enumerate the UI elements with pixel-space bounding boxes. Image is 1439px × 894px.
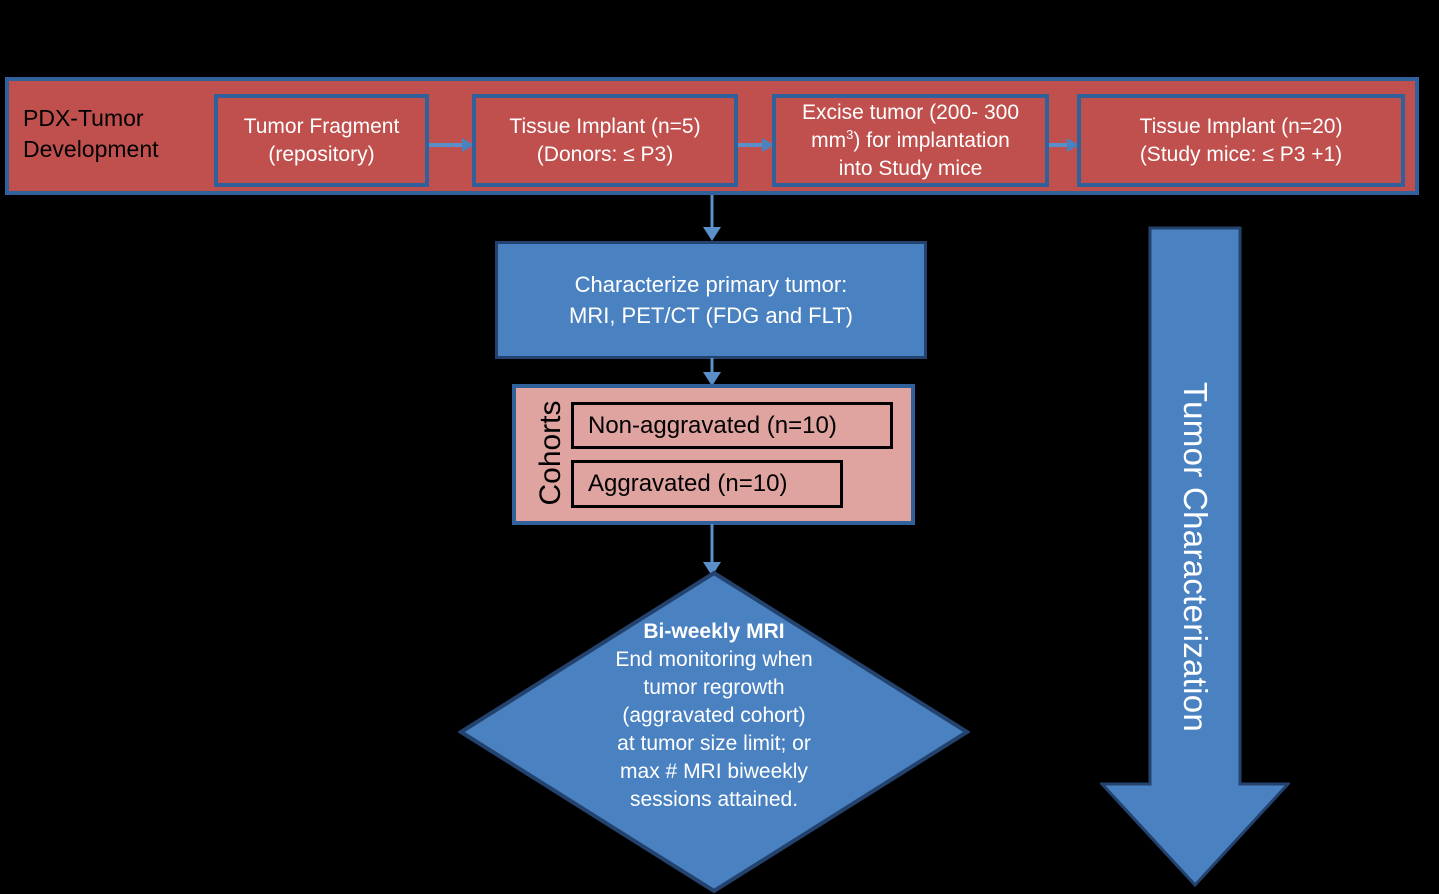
- arrow-cohorts-to-decision-icon: [702, 524, 722, 576]
- cohort-item-label: Aggravated (n=10): [588, 470, 788, 497]
- excise-tumor-line-3: into Study mice: [838, 156, 983, 180]
- excise-tumor-line-1: Excise tumor (200- 300: [801, 100, 1020, 124]
- excise-tumor-line-2: mm3) for implantation: [811, 126, 1010, 152]
- decision-line-4: at tumor size limit; or: [617, 732, 811, 755]
- decision-line-5: max # MRI biweekly: [620, 760, 808, 783]
- pdx-tumor-development-banner: PDX-Tumor Development Tumor Fragment (re…: [5, 77, 1419, 195]
- decision-line-3: (aggravated cohort): [622, 704, 806, 727]
- arrow-shaft: [710, 524, 714, 562]
- tissue-implant-study-line-1: Tissue Implant (n=20): [1139, 114, 1343, 138]
- tumor-fragment-line-2: (repository): [268, 142, 375, 166]
- arrow-characterize-to-cohorts-icon: [702, 358, 722, 386]
- process-box-excise-tumor[interactable]: Excise tumor (200- 300 mm3) for implanta…: [772, 94, 1049, 187]
- decision-line-2: tumor regrowth: [643, 676, 785, 699]
- pdx-label-line-2: Development: [23, 136, 159, 162]
- arrow-excise-to-study-implant-icon: [1049, 138, 1079, 152]
- arrow-shaft: [1049, 143, 1068, 147]
- decision-line-6: sessions attained.: [629, 788, 799, 811]
- tissue-implant-donors-line-2: (Donors: ≤ P3): [536, 142, 674, 166]
- arrow-shaft: [710, 195, 714, 227]
- process-box-tissue-implant-donors[interactable]: Tissue Implant (n=5) (Donors: ≤ P3): [472, 94, 738, 187]
- decision-diamond[interactable]: Bi-weekly MRI End monitoring when tumor …: [458, 570, 970, 894]
- process-box-tissue-implant-study-mice[interactable]: Tissue Implant (n=20) (Study mice: ≤ P3 …: [1077, 94, 1405, 187]
- tumor-characterization-label: Tumor Characterization: [1177, 381, 1214, 733]
- arrow-head: [703, 227, 721, 241]
- process-box-characterize-primary-tumor[interactable]: Characterize primary tumor: MRI, PET/CT …: [495, 241, 927, 359]
- arrow-implant-to-excise-icon: [738, 138, 774, 152]
- tumor-characterization-arrow: Tumor Characterization: [1100, 226, 1290, 888]
- excise-tumor-superscript: 3: [846, 126, 854, 142]
- decision-diamond-text: Bi-weekly MRI End monitoring when tumor …: [458, 618, 970, 814]
- arrow-banner-to-characterize-icon: [702, 195, 722, 241]
- arrow-shaft: [710, 358, 714, 374]
- cohort-item-non-aggravated[interactable]: Non-aggravated (n=10): [571, 402, 893, 449]
- cohort-item-label: Non-aggravated (n=10): [588, 411, 837, 439]
- tissue-implant-donors-line-1: Tissue Implant (n=5): [509, 114, 701, 138]
- characterize-line-1: Characterize primary tumor:: [574, 272, 848, 297]
- down-arrow-icon: [1100, 226, 1290, 888]
- tissue-implant-study-line-2: (Study mice: ≤ P3 +1): [1139, 142, 1343, 166]
- pdx-label-line-1: PDX-Tumor: [23, 105, 144, 131]
- arrow-shaft: [738, 143, 763, 147]
- cohorts-group: Cohorts Non-aggravated (n=10) Aggravated…: [512, 384, 915, 525]
- arrow-shaft: [429, 143, 463, 147]
- process-box-tumor-fragment[interactable]: Tumor Fragment (repository): [214, 94, 429, 187]
- decision-line-1: End monitoring when: [615, 648, 813, 671]
- cohort-item-aggravated[interactable]: Aggravated (n=10): [571, 460, 843, 508]
- cohorts-label: Cohorts: [534, 400, 567, 506]
- decision-title: Bi-weekly MRI: [643, 620, 785, 643]
- tumor-fragment-line-1: Tumor Fragment: [243, 114, 400, 138]
- pdx-tumor-development-label: PDX-Tumor Development: [23, 103, 213, 165]
- characterize-line-2: MRI, PET/CT (FDG and FLT): [569, 303, 853, 328]
- arrow-fragment-to-implant-icon: [429, 138, 474, 152]
